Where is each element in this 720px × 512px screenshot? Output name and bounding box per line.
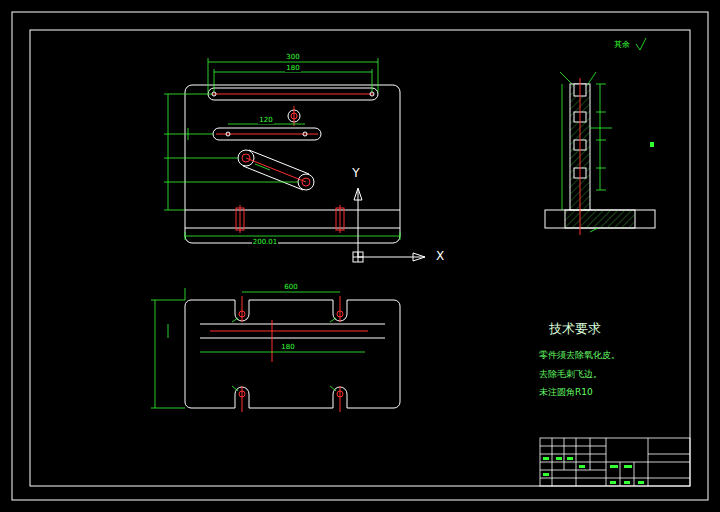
dimension: 120 — [258, 116, 273, 124]
axis-label: Y — [351, 167, 360, 181]
technical-note: 未注圆角R10 — [538, 387, 594, 397]
dimension: 200.01 — [252, 238, 279, 246]
dimension: 180 — [280, 343, 295, 351]
technical-note: 零件须去除氧化皮。 — [538, 350, 621, 360]
axis-label: X — [435, 250, 445, 264]
roughness-note: 其余 — [613, 40, 631, 49]
technical-note: 去除毛刺飞边。 — [538, 369, 603, 379]
dimension: 300 — [285, 53, 300, 61]
dimension: 180 — [285, 64, 300, 72]
note-heading: 技术要求 — [548, 322, 602, 337]
dimension: 600 — [283, 283, 298, 291]
